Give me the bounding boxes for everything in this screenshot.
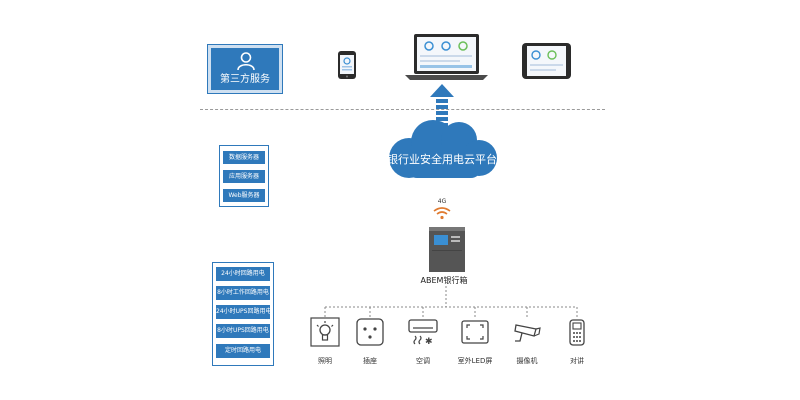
third-party-service-box: 第三方服务 [207, 44, 283, 94]
third-party-label: 第三方服务 [220, 74, 270, 85]
circuit-group: 24小时回路用电 8小时工作回路用电 24小时UPS回路用电 8小时UPS回路用… [212, 262, 274, 366]
cloud-platform-label: 银行业安全用电云平台 [387, 153, 497, 166]
bulb-icon [310, 317, 340, 347]
cabinet-icon [429, 227, 465, 272]
device-label: 对讲 [570, 357, 584, 365]
camera-icon [514, 324, 541, 342]
led-screen-icon [461, 320, 489, 344]
intercom-icon [569, 319, 585, 346]
svg-text:✱: ✱ [425, 337, 433, 347]
device-label: 空调 [416, 357, 430, 365]
ac-icon: ✱ [408, 319, 438, 347]
device-label: 插座 [363, 357, 377, 365]
server-item: Web服务器 [223, 189, 265, 202]
distribution-lines [324, 286, 578, 317]
phone-icon [338, 51, 356, 79]
cloud-icon [389, 120, 497, 178]
circuit-item: 8小时工作回路用电 [216, 286, 270, 300]
dashed-separator [200, 109, 605, 110]
circuit-item: 24小时UPS回路用电 [216, 305, 271, 319]
network-label: 4G [437, 198, 447, 205]
user-icon [237, 52, 255, 71]
socket-icon [356, 318, 384, 346]
server-item: 数据服务器 [223, 151, 265, 164]
laptop-icon [405, 34, 488, 80]
server-group: 数据服务器 应用服务器 Web服务器 [219, 145, 269, 207]
device-label: 照明 [318, 357, 332, 365]
circuit-item: 定时回路用电 [216, 344, 270, 358]
device-label: 室外LED屏 [457, 357, 493, 365]
device-label: 摄像机 [516, 357, 538, 365]
server-item: 应用服务器 [223, 170, 265, 183]
circuit-item: 24小时回路用电 [216, 267, 270, 281]
wifi-signal-icon [433, 207, 451, 220]
circuit-item: 8小时UPS回路用电 [216, 324, 270, 338]
cabinet-label: ABEM银行箱 [420, 276, 468, 285]
tablet-icon [522, 43, 571, 79]
